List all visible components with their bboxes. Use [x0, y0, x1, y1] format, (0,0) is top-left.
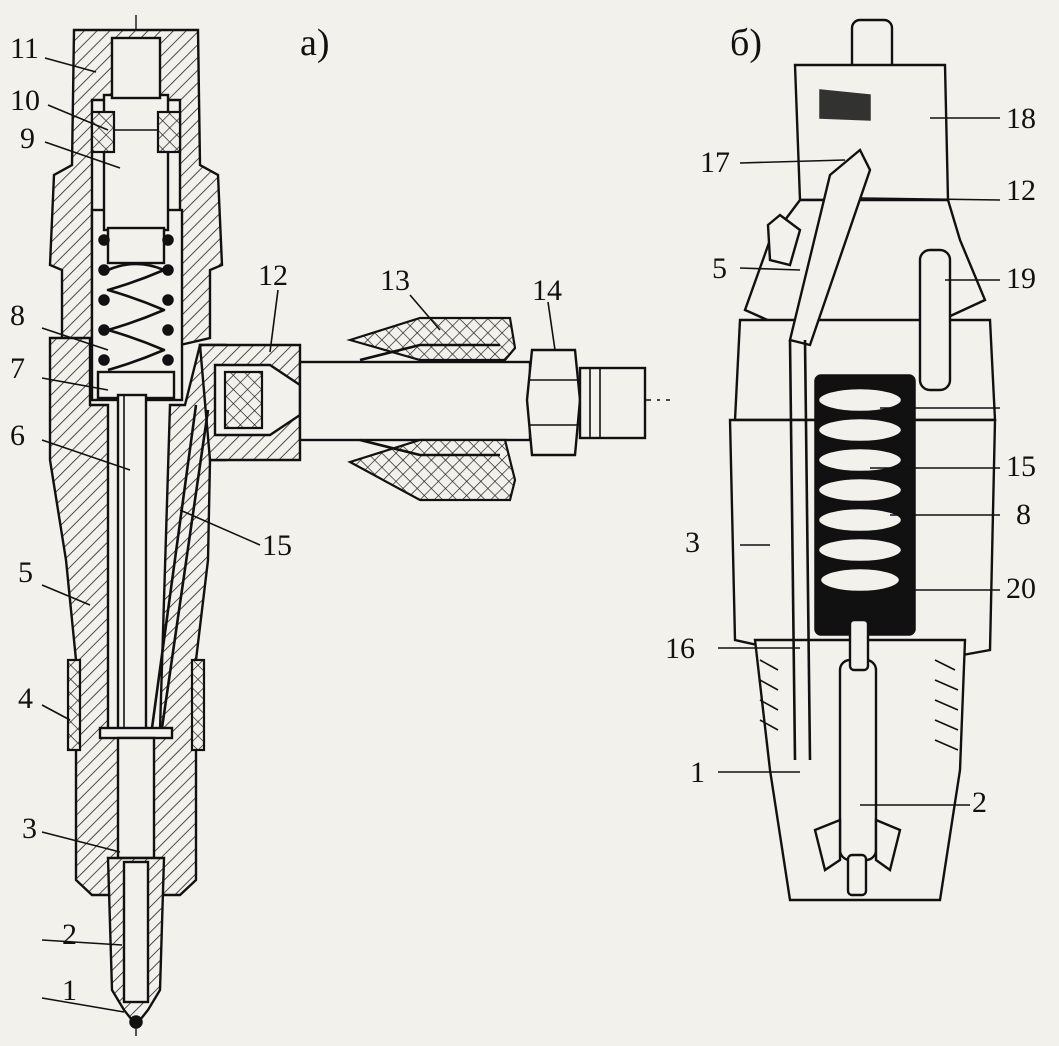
figure-a-title: а): [300, 22, 330, 64]
label-b-20: 20: [1006, 572, 1036, 605]
label-b-3: 3: [685, 526, 700, 559]
label-a-7: 7: [10, 352, 25, 385]
label-b-16: 16: [665, 632, 695, 665]
figure-a-labels: 11 10 9 8 7 6 5 4 3 2 1 12 13 14 15: [10, 32, 562, 1007]
label-b-8: 8: [1016, 498, 1031, 531]
label-b-18: 18: [1006, 102, 1036, 135]
label-a-2: 2: [62, 918, 77, 951]
label-b-19: 19: [1006, 262, 1036, 295]
label-b-2: 2: [972, 786, 987, 819]
spring-b: [816, 386, 904, 594]
figure-b-leaders: [718, 117, 1001, 806]
label-a-4: 4: [18, 682, 33, 715]
figure-b-title: б): [730, 22, 762, 64]
label-a-15: 15: [262, 529, 292, 562]
figure-b-labels: 17 5 3 16 1 18 12 19 15 8 20 2: [665, 102, 1036, 819]
figure-b-drawing: [728, 18, 997, 902]
label-a-3: 3: [22, 812, 37, 845]
label-a-8: 8: [10, 299, 25, 332]
label-a-9: 9: [20, 122, 35, 155]
label-a-11: 11: [10, 32, 39, 65]
label-a-13: 13: [380, 264, 410, 297]
label-b-12: 12: [1006, 174, 1036, 207]
label-b-17: 17: [700, 146, 730, 179]
label-a-6: 6: [10, 419, 25, 452]
label-a-10: 10: [10, 84, 40, 117]
label-a-12: 12: [258, 259, 288, 292]
label-a-14: 14: [532, 274, 562, 307]
label-a-1: 1: [62, 974, 77, 1007]
label-b-1: 1: [690, 756, 705, 789]
label-a-5: 5: [18, 556, 33, 589]
label-b-15: 15: [1006, 450, 1036, 483]
figure-a-leaders: [41, 57, 556, 1013]
label-b-5: 5: [712, 252, 727, 285]
spring-a: [98, 226, 174, 386]
figure-a-drawing: [48, 15, 670, 1040]
